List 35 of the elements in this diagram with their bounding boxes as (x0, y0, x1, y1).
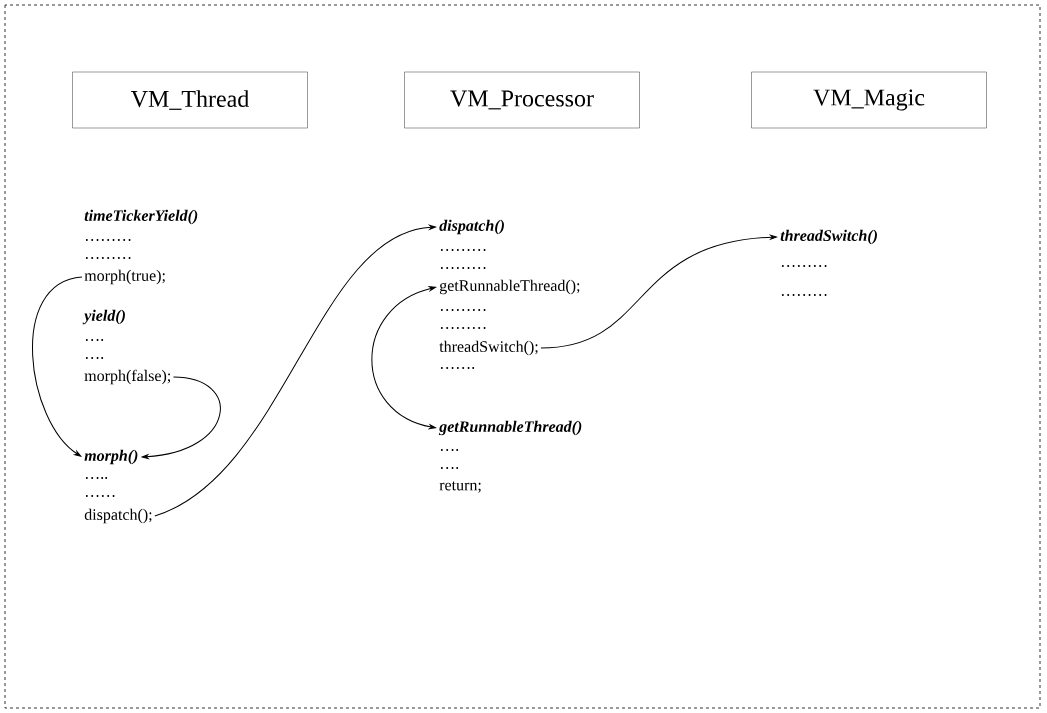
function-name: threadSwitch() (780, 229, 877, 245)
ellipsis-line: ……… (85, 239, 131, 241)
ellipsis-line: ……. (440, 367, 475, 369)
ellipsis-line: ……… (440, 309, 486, 311)
code-line: getRunnableThread(); (439, 279, 580, 295)
class-box: VM_Magic (751, 71, 987, 129)
ellipsis-line: ……… (781, 294, 827, 296)
arrow (32, 276, 83, 457)
ellipsis-line: …. (85, 357, 104, 359)
function-name: dispatch() (439, 219, 504, 235)
class-box: VM_Processor (404, 71, 640, 129)
ellipsis-line: ……… (440, 327, 486, 329)
code-line: dispatch(); (84, 508, 152, 524)
ellipsis-line: …. (440, 449, 459, 451)
function-name: getRunnableThread() (438, 420, 582, 436)
arrow (141, 376, 221, 460)
function-name: yield() (82, 309, 125, 325)
ellipsis-line: …. (85, 339, 104, 341)
arrow (540, 234, 777, 349)
ellipsis-line: ……… (85, 257, 131, 259)
arrow (371, 286, 436, 430)
ellipsis-line: ……… (440, 249, 486, 251)
code-line: morph(true); (84, 269, 165, 285)
class-box: VM_Thread (72, 71, 308, 129)
ellipsis-line: ……… (440, 267, 486, 269)
code-line: morph(false); (84, 369, 171, 385)
ellipsis-line: ……… (781, 265, 827, 267)
ellipsis-line: …… (85, 495, 115, 497)
code-line: return; (439, 481, 481, 493)
ellipsis-line: ….. (85, 477, 108, 479)
code-line: threadSwitch(); (439, 340, 538, 356)
arrow (154, 224, 436, 517)
ellipsis-line: …. (440, 467, 459, 469)
function-name: timeTickerYield() (84, 209, 198, 225)
function-name: morph() (84, 449, 138, 465)
